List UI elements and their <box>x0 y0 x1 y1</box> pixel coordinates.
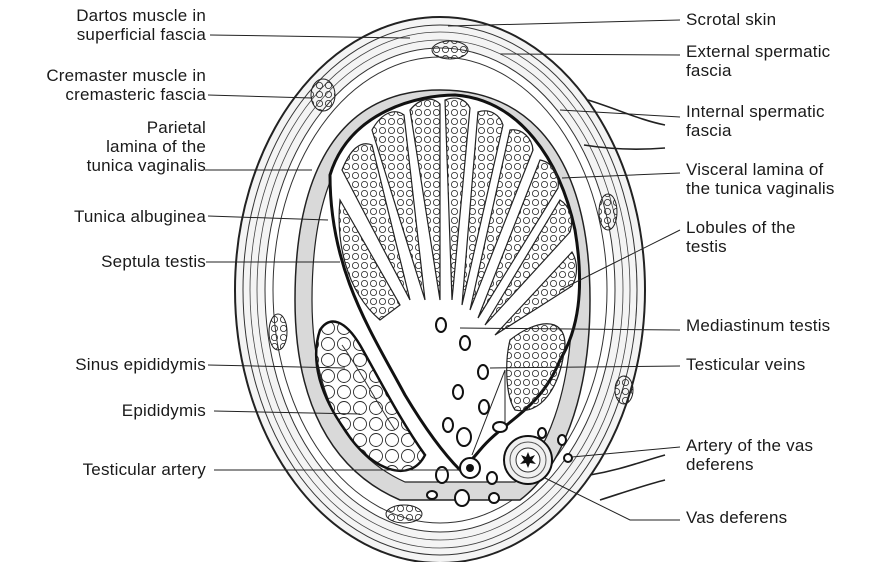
label-parietal-lamina: Parietal lamina of the tunica vaginalis <box>0 118 206 175</box>
label-testicular-veins: Testicular veins <box>686 355 805 374</box>
label-dartos-muscle: Dartos muscle in superficial fascia <box>0 6 206 44</box>
label-lobules-of-testis: Lobules of the testis <box>686 218 796 256</box>
label-epididymis: Epididymis <box>0 401 206 420</box>
label-scrotal-skin: Scrotal skin <box>686 10 776 29</box>
label-cremaster-muscle: Cremaster muscle in cremasteric fascia <box>0 66 206 104</box>
label-sinus-epididymis: Sinus epididymis <box>0 355 206 374</box>
label-testicular-artery: Testicular artery <box>0 460 206 479</box>
label-septula-testis: Septula testis <box>0 252 206 271</box>
label-tunica-albuginea: Tunica albuginea <box>0 207 206 226</box>
label-external-spermatic-fascia: External spermatic fascia <box>686 42 830 80</box>
label-visceral-lamina: Visceral lamina of the tunica vaginalis <box>686 160 835 198</box>
label-internal-spermatic-fascia: Internal spermatic fascia <box>686 102 825 140</box>
label-mediastinum-testis: Mediastinum testis <box>686 316 830 335</box>
label-artery-of-vas-deferens: Artery of the vas deferens <box>686 436 813 474</box>
label-vas-deferens: Vas deferens <box>686 508 787 527</box>
